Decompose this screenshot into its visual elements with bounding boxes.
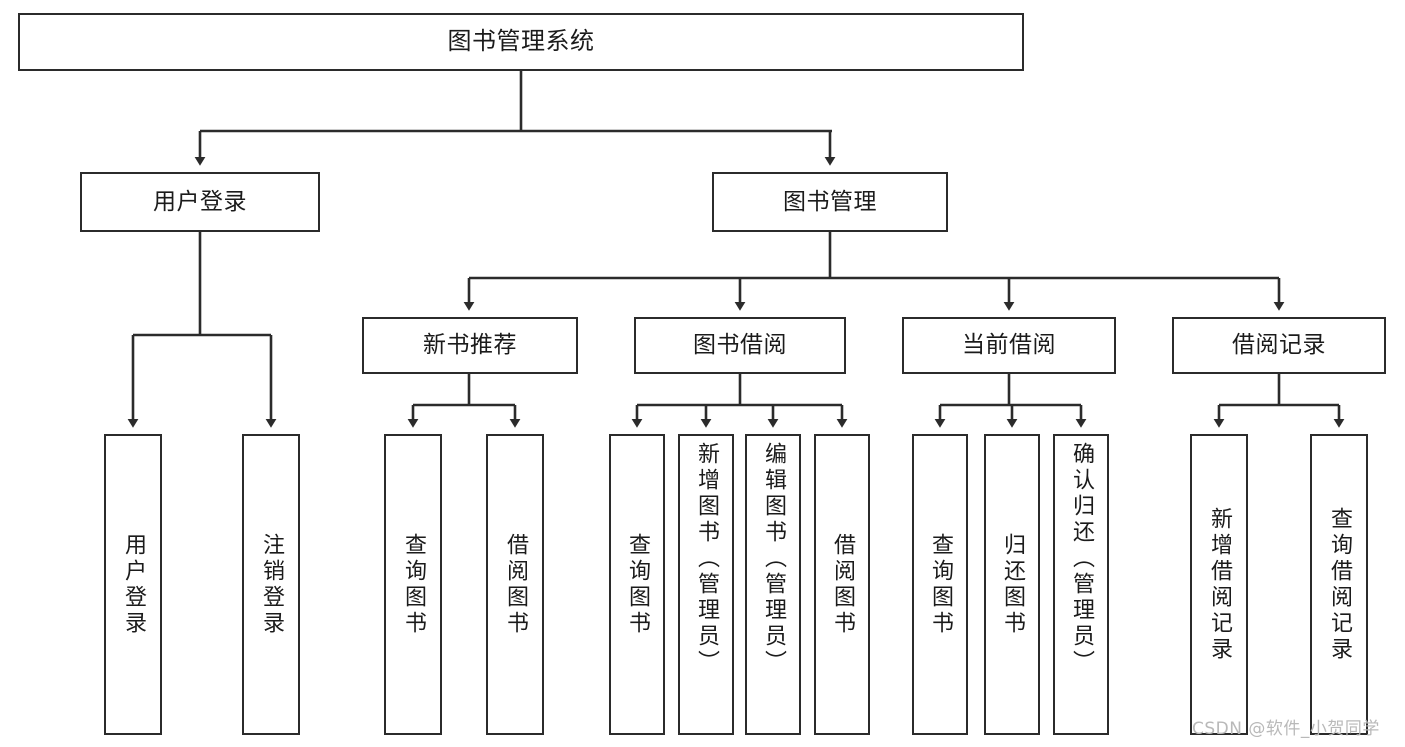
node-borrow-record-label: 借阅记录 <box>1232 332 1326 359</box>
node-leaf-query-book-label: 查询图书 <box>625 532 650 637</box>
node-leaf-user-login[interactable]: 用户登录 <box>104 434 162 735</box>
node-leaf-query-record[interactable]: 查询借阅记录 <box>1310 434 1368 735</box>
node-leaf-edit-book[interactable]: 编辑图书（管理员） <box>745 434 801 735</box>
node-leaf-query-book-rec-label: 查询图书 <box>401 532 426 637</box>
node-new-book-rec[interactable]: 新书推荐 <box>362 317 578 374</box>
node-leaf-borrow-book-rec-label: 借阅图书 <box>503 532 528 637</box>
node-leaf-borrow-book-label: 借阅图书 <box>830 532 855 637</box>
edges-book-manage <box>463 232 1285 311</box>
node-root-label: 图书管理系统 <box>447 27 595 56</box>
edges-book-borrow <box>631 374 848 428</box>
edges-root <box>194 71 836 166</box>
node-book-borrow[interactable]: 图书借阅 <box>634 317 846 374</box>
node-leaf-add-record-label: 新增借阅记录 <box>1207 506 1232 663</box>
node-leaf-borrow-book[interactable]: 借阅图书 <box>814 434 870 735</box>
node-leaf-add-book-label: 新增图书（管理员） <box>694 442 719 676</box>
node-book-borrow-label: 图书借阅 <box>693 332 787 359</box>
node-leaf-user-login-label: 用户登录 <box>121 532 146 637</box>
edges-current-borrow <box>934 374 1087 428</box>
node-leaf-return-book[interactable]: 归还图书 <box>984 434 1040 735</box>
edges-user-login <box>127 232 277 428</box>
node-book-manage[interactable]: 图书管理 <box>712 172 948 232</box>
node-leaf-query-book[interactable]: 查询图书 <box>609 434 665 735</box>
node-leaf-query-book-cur[interactable]: 查询图书 <box>912 434 968 735</box>
node-new-book-rec-label: 新书推荐 <box>423 332 517 359</box>
node-root[interactable]: 图书管理系统 <box>18 13 1024 71</box>
node-current-borrow[interactable]: 当前借阅 <box>902 317 1116 374</box>
node-borrow-record[interactable]: 借阅记录 <box>1172 317 1386 374</box>
node-current-borrow-label: 当前借阅 <box>962 332 1056 359</box>
node-leaf-user-logout-label: 注销登录 <box>259 532 284 637</box>
node-user-login-label: 用户登录 <box>153 188 247 215</box>
node-leaf-confirm-return[interactable]: 确认归还（管理员） <box>1053 434 1109 735</box>
node-leaf-confirm-return-label: 确认归还（管理员） <box>1069 442 1094 676</box>
node-leaf-add-book[interactable]: 新增图书（管理员） <box>678 434 734 735</box>
node-book-manage-label: 图书管理 <box>783 188 877 215</box>
csdn-watermark: CSDN @软件_小贺同学 <box>1192 719 1380 739</box>
node-leaf-query-record-label: 查询借阅记录 <box>1327 506 1352 663</box>
node-user-login[interactable]: 用户登录 <box>80 172 320 232</box>
node-leaf-return-book-label: 归还图书 <box>1000 532 1025 637</box>
edges-new-book-rec <box>407 374 521 428</box>
node-leaf-query-book-rec[interactable]: 查询图书 <box>384 434 442 735</box>
node-leaf-edit-book-label: 编辑图书（管理员） <box>761 442 786 676</box>
node-leaf-add-record[interactable]: 新增借阅记录 <box>1190 434 1248 735</box>
edges-borrow-record <box>1213 374 1345 428</box>
node-leaf-user-logout[interactable]: 注销登录 <box>242 434 300 735</box>
node-leaf-borrow-book-rec[interactable]: 借阅图书 <box>486 434 544 735</box>
node-leaf-query-book-cur-label: 查询图书 <box>928 532 953 637</box>
